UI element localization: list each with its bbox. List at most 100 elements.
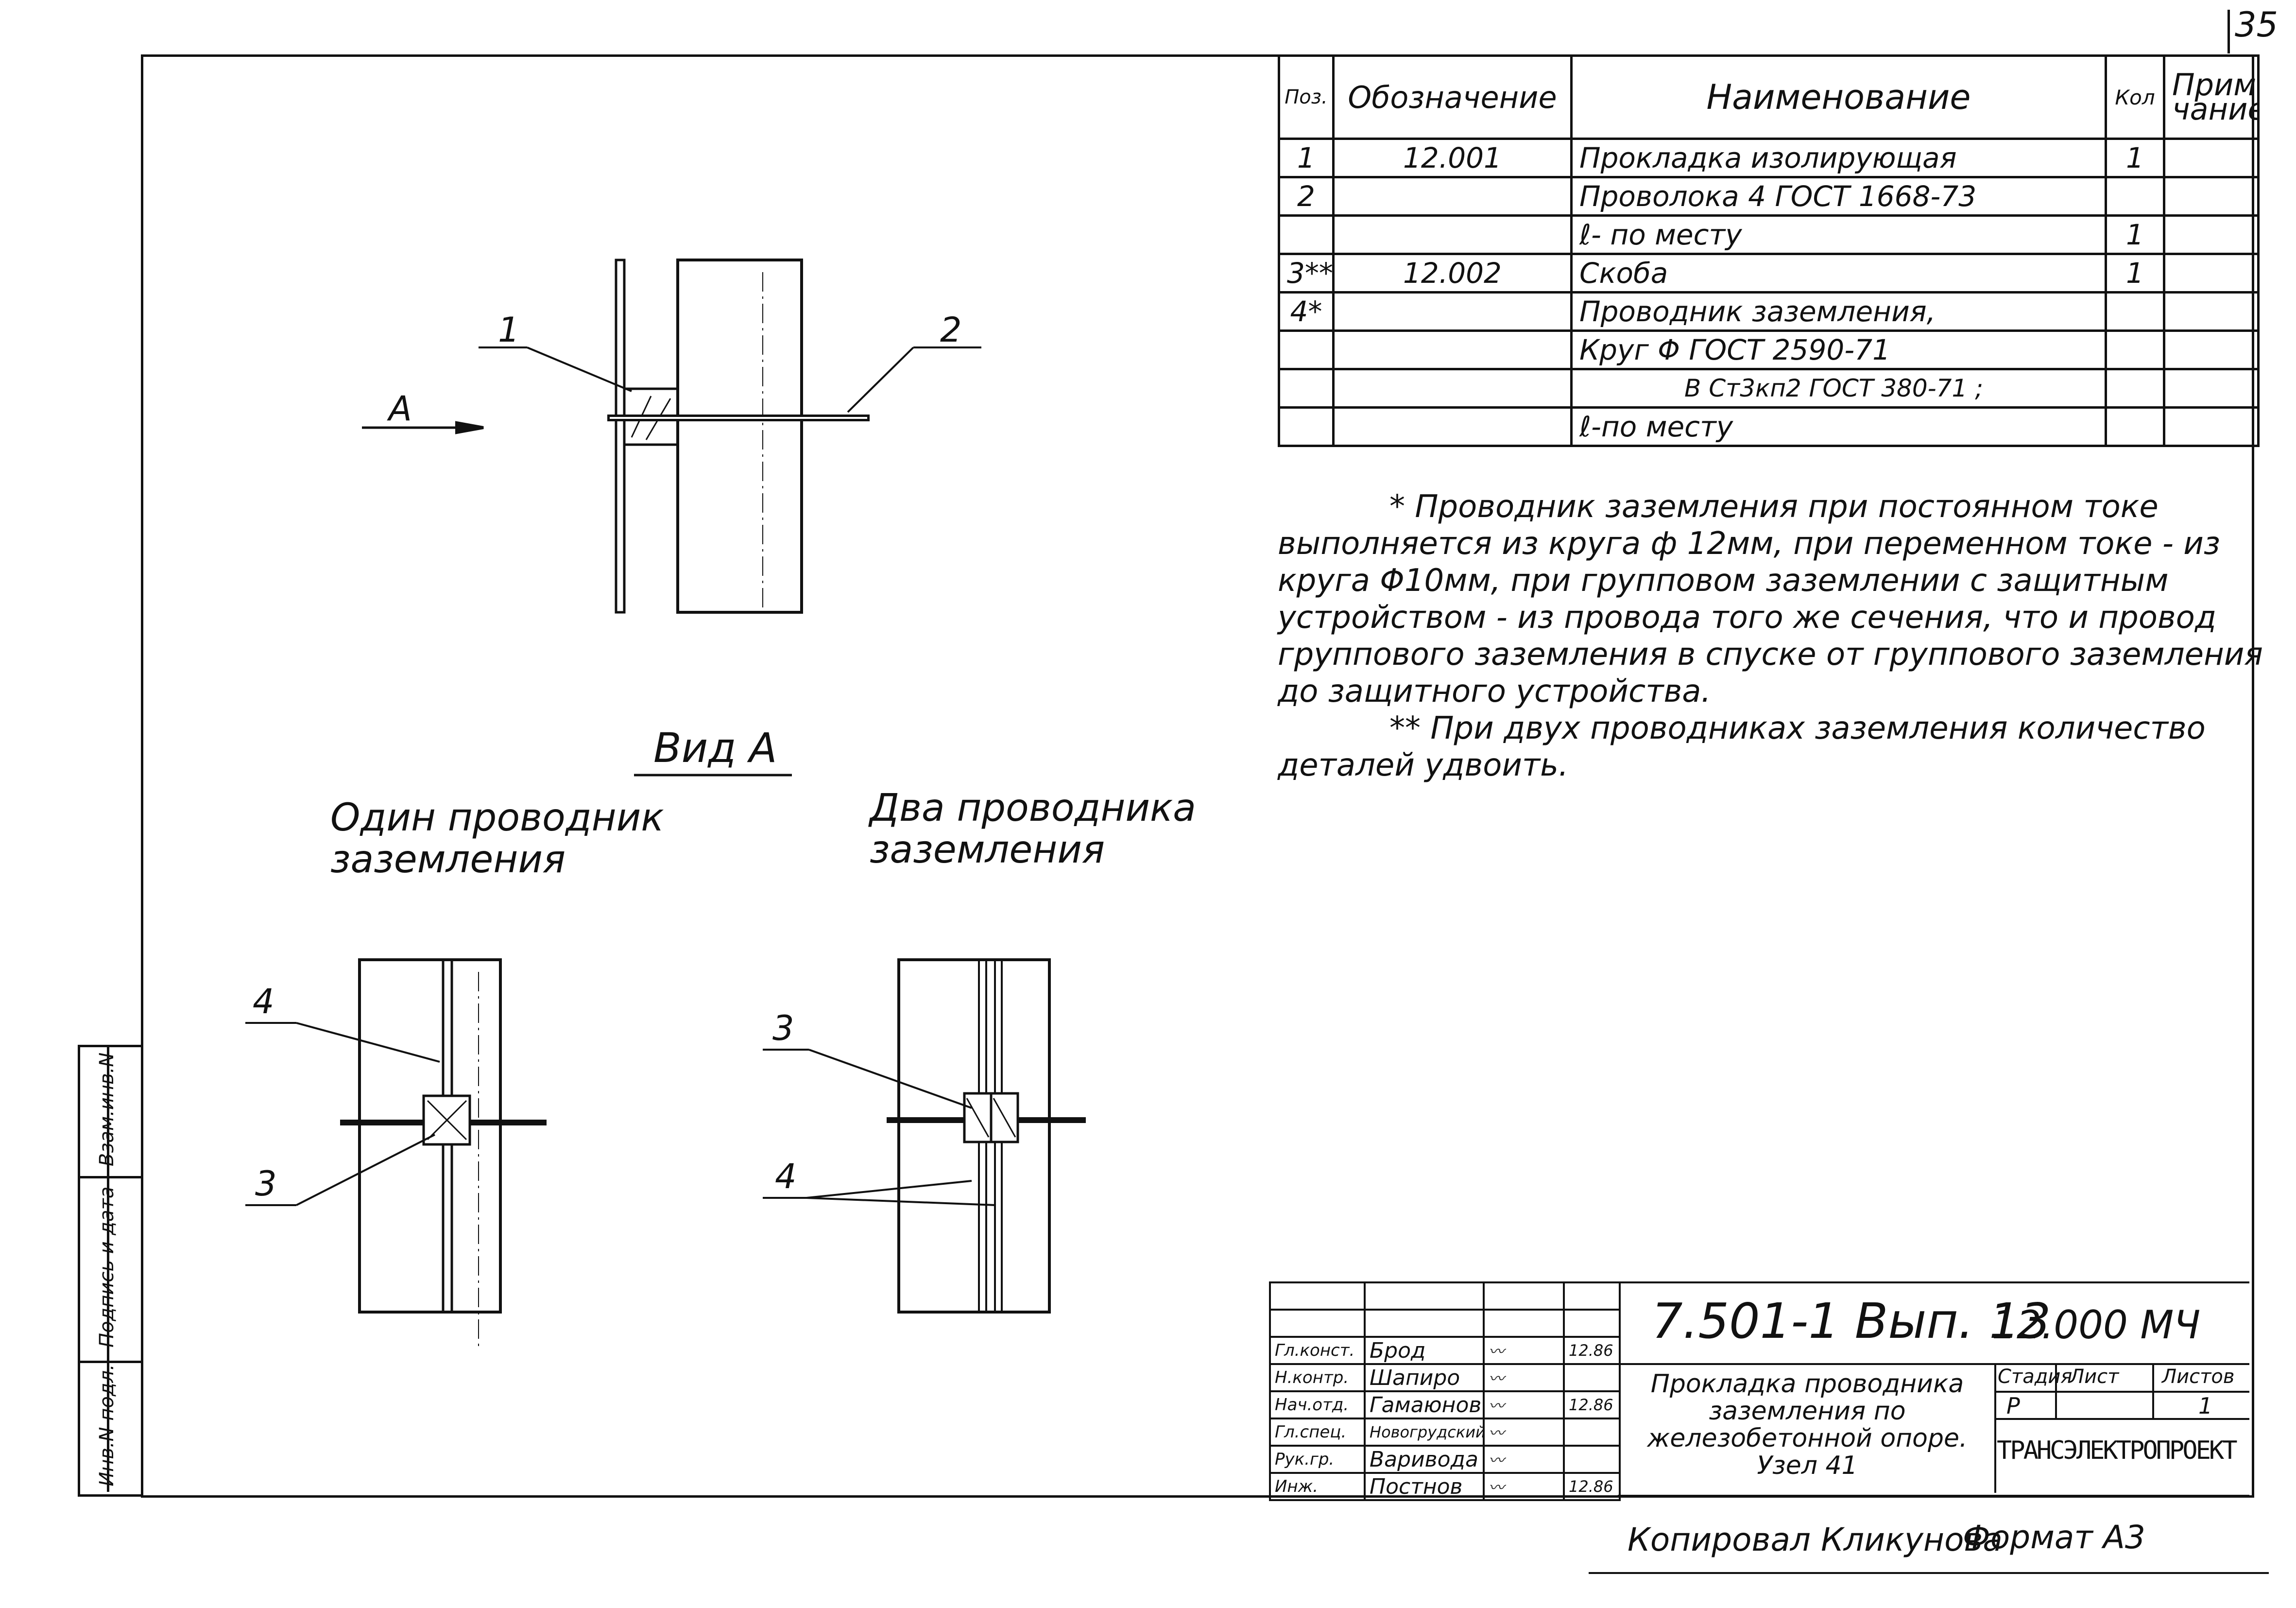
callout-left-4: 4: [253, 982, 274, 1021]
leader-right-3: [808, 1049, 972, 1109]
spec-pos: 2: [1278, 176, 1335, 217]
staff-date: 12.86: [1563, 1472, 1621, 1501]
spec-row: ℓ- по месту 1: [1278, 214, 2260, 255]
spec-qty: [2105, 368, 2165, 409]
assembly-drawing: [245, 259, 1086, 1351]
spec-qty: 1: [2105, 214, 2165, 255]
spec-header-designation: Обозначение: [1332, 54, 1573, 140]
side-stamp-divider-2: [78, 1361, 141, 1363]
staff-role: Нач.отд.: [1269, 1390, 1366, 1419]
spec-row: ℓ-по месту: [1278, 406, 2260, 447]
spec-qty: 1: [2105, 253, 2165, 294]
staff-row: Гл.конст. Брод 〰 12.86: [1269, 1336, 1621, 1365]
title-block-main: [1618, 1281, 2249, 1497]
spec-qty: [2105, 291, 2165, 332]
spec-qty: [2105, 406, 2165, 447]
side-stamp-divider-1: [78, 1176, 141, 1178]
callout-left-3: 3: [255, 1164, 277, 1204]
specification-table: Поз. Обозначение Наименование Кол Приме-…: [1278, 54, 2260, 447]
title-block-divider-v: [1994, 1363, 1996, 1493]
staff-blank-row: [1269, 1309, 1621, 1338]
spec-designation: [1332, 368, 1573, 409]
title-block-staff: Гл.конст. Брод 〰 12.86 Н.контр. Шапиро 〰…: [1269, 1281, 1621, 1501]
sheet-number: 35: [2235, 5, 2279, 45]
staff-row: Нач.отд. Гамаюнов 〰 12.86: [1269, 1390, 1621, 1419]
side-stamp-inner-line: [107, 1045, 109, 1492]
spec-pos: [1278, 406, 1335, 447]
staff-signature: 〰: [1483, 1472, 1565, 1501]
staff-row: Н.контр. Шапиро 〰: [1269, 1363, 1621, 1392]
spec-name: В Ст3кп2 ГОСТ 380-71 ;: [1570, 368, 2107, 409]
spec-header-note: Приме- чание: [2163, 54, 2260, 140]
right-clamp-mark: [966, 1098, 990, 1138]
spec-qty: [2105, 176, 2165, 217]
sheet-format: Формат А3: [1963, 1519, 2145, 1556]
sheets-value: 1: [2198, 1393, 2213, 1419]
spec-pos: [1278, 214, 1335, 255]
staff-signature: 〰: [1483, 1390, 1565, 1419]
staff-blank-row: [1269, 1281, 1621, 1311]
spec-name: Скоба: [1570, 253, 2107, 294]
callout-2: 2: [940, 310, 962, 350]
copied-by: Копировал Кликунова: [1628, 1521, 2003, 1558]
spec-qty: [2105, 329, 2165, 370]
title-block-divider-h: [1618, 1363, 2249, 1365]
leader-2: [847, 346, 914, 413]
spec-note: [2163, 138, 2260, 178]
note-1: * Проводник заземления при постоянном то…: [1278, 489, 2263, 709]
spec-note: [2163, 253, 2260, 294]
staff-role: Н.контр.: [1269, 1363, 1366, 1392]
spec-row: 3** 12.002 Скоба 1: [1278, 253, 2260, 294]
staff-name: Варивода: [1364, 1445, 1485, 1474]
staff-date: 12.86: [1563, 1336, 1621, 1365]
spec-pos: [1278, 368, 1335, 409]
left-clamp-mark: [427, 1100, 467, 1141]
right-pole: [897, 958, 1051, 1314]
callout-right-3: 3: [772, 1008, 794, 1048]
spec-pos: 4*: [1278, 291, 1335, 332]
staff-name: Постнов: [1364, 1472, 1485, 1501]
spec-name: ℓ-по месту: [1570, 406, 2107, 447]
leader-1: [527, 346, 632, 392]
spec-pos: 1: [1278, 138, 1335, 178]
staff-signature: 〰: [1483, 1445, 1565, 1474]
spec-row: 2 Проволока 4 ГОСТ 1668-73: [1278, 176, 2260, 217]
doc-code: 7.501-1 Вып. 13: [1652, 1293, 2051, 1349]
right-clamp-mark: [993, 1098, 1016, 1138]
side-stamp: [78, 1045, 143, 1497]
staff-date: [1563, 1445, 1621, 1474]
spec-note: [2163, 329, 2260, 370]
spec-note: [2163, 214, 2260, 255]
spec-row: 1 12.001 Прокладка изолирующая 1: [1278, 138, 2260, 178]
note-2: ** При двух проводниках заземления колич…: [1278, 710, 2206, 783]
staff-row: Инж. Постнов 〰 12.86: [1269, 1472, 1621, 1501]
notes-block: * Проводник заземления при постоянном то…: [1278, 488, 2264, 784]
top-pole: [676, 259, 803, 614]
spec-designation: 12.002: [1332, 253, 1573, 294]
sheets-header: Листов: [2162, 1366, 2235, 1388]
title-block-col-sheet: [2055, 1363, 2057, 1419]
staff-row: Рук.гр. Варивода 〰: [1269, 1445, 1621, 1474]
spec-note: [2163, 291, 2260, 332]
footer-underline: [1589, 1572, 2269, 1574]
staff-role: Инж.: [1269, 1472, 1366, 1501]
spec-row: В Ст3кп2 ГОСТ 380-71 ;: [1278, 368, 2260, 409]
staff-name: Гамаюнов: [1364, 1390, 1485, 1419]
staff-date: [1563, 1363, 1621, 1392]
left-pole: [358, 958, 502, 1314]
spec-name: Круг Φ ГОСТ 2590-71: [1570, 329, 2107, 370]
leader-right-4a: [806, 1180, 972, 1199]
staff-row: Гл.спец. Новогрудский 〰: [1269, 1418, 1621, 1447]
leader-right-4b: [806, 1197, 996, 1206]
spec-name: Прокладка изолирующая: [1570, 138, 2107, 178]
stage-header: Стадия: [1998, 1366, 2073, 1388]
callout-1: 1: [498, 310, 520, 350]
staff-date: [1563, 1418, 1621, 1447]
spec-header-row: Поз. Обозначение Наименование Кол Приме-…: [1278, 54, 2260, 140]
staff-role: Гл.конст.: [1269, 1336, 1366, 1365]
callout-right-4: 4: [775, 1157, 797, 1196]
leader-left-4: [296, 1022, 440, 1063]
spec-row: 4* Проводник заземления,: [1278, 291, 2260, 332]
spec-name: Проволока 4 ГОСТ 1668-73: [1570, 176, 2107, 217]
spec-note: [2163, 406, 2260, 447]
